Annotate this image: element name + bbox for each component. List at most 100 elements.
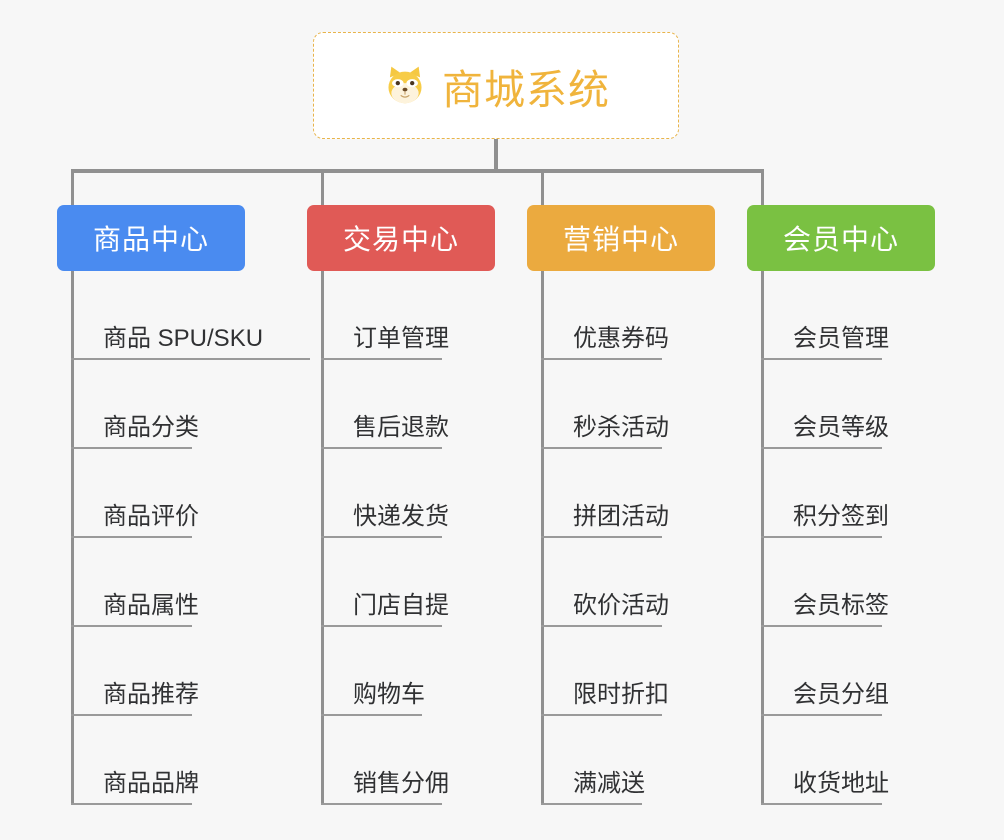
leaf-item-underline <box>71 625 192 627</box>
leaf-item[interactable]: 商品推荐 <box>57 627 245 716</box>
connector-drop-1 <box>71 169 74 205</box>
branch-item-list: 订单管理售后退款快递发货门店自提购物车销售分佣 <box>307 271 495 805</box>
leaf-item-label: 秒杀活动 <box>573 414 669 441</box>
leaf-item[interactable]: 商品属性 <box>57 538 245 627</box>
leaf-item-underline <box>761 625 882 627</box>
leaf-item-label: 商品评价 <box>103 503 199 530</box>
leaf-item-underline <box>71 803 192 805</box>
leaf-item[interactable]: 砍价活动 <box>527 538 715 627</box>
branch-column-2: 交易中心订单管理售后退款快递发货门店自提购物车销售分佣 <box>307 205 495 805</box>
leaf-item-label: 快递发货 <box>353 503 449 530</box>
leaf-item-label: 商品推荐 <box>103 681 199 708</box>
leaf-item-label: 门店自提 <box>353 592 449 619</box>
leaf-item-label: 销售分佣 <box>353 770 449 797</box>
branch-column-3: 营销中心优惠券码秒杀活动拼团活动砍价活动限时折扣满减送 <box>527 205 715 805</box>
leaf-item-underline <box>761 447 882 449</box>
leaf-item-label: 优惠券码 <box>573 325 669 352</box>
leaf-item-underline <box>761 536 882 538</box>
leaf-item-underline <box>321 625 442 627</box>
leaf-item-underline <box>761 803 882 805</box>
branch-header-label: 商品中心 <box>92 224 209 255</box>
branch-item-list: 优惠券码秒杀活动拼团活动砍价活动限时折扣满减送 <box>527 271 715 805</box>
connector-drop-4 <box>761 169 764 205</box>
leaf-item[interactable]: 商品品牌 <box>57 716 245 805</box>
branch-header-2[interactable]: 交易中心 <box>307 205 495 271</box>
leaf-item[interactable]: 拼团活动 <box>527 449 715 538</box>
branch-spine <box>71 271 74 805</box>
leaf-item-label: 积分签到 <box>793 503 889 530</box>
leaf-item-label: 购物车 <box>353 681 425 708</box>
branch-column-1: 商品中心商品 SPU/SKU 商品分类商品评价商品属性商品推荐商品品牌 <box>57 205 310 805</box>
leaf-item-label: 会员标签 <box>793 592 889 619</box>
leaf-item-underline <box>761 714 882 716</box>
branch-header-3[interactable]: 营销中心 <box>527 205 715 271</box>
leaf-item[interactable]: 限时折扣 <box>527 627 715 716</box>
leaf-item[interactable]: 秒杀活动 <box>527 360 715 449</box>
branch-item-list: 商品 SPU/SKU 商品分类商品评价商品属性商品推荐商品品牌 <box>57 271 310 805</box>
leaf-item-underline <box>321 447 442 449</box>
leaf-item-underline <box>321 803 442 805</box>
leaf-item-label: 会员分组 <box>793 681 889 708</box>
branch-item-list: 会员管理会员等级积分签到会员标签会员分组收货地址 <box>747 271 935 805</box>
leaf-item-label: 商品属性 <box>103 592 199 619</box>
leaf-item-label: 商品品牌 <box>103 770 199 797</box>
leaf-item-label: 售后退款 <box>353 414 449 441</box>
root-node[interactable]: 商城系统 <box>313 32 679 139</box>
leaf-item-label: 限时折扣 <box>573 681 669 708</box>
leaf-item[interactable]: 会员分组 <box>747 627 935 716</box>
leaf-item[interactable]: 门店自提 <box>307 538 495 627</box>
branch-spine <box>541 271 544 805</box>
leaf-item[interactable]: 购物车 <box>307 627 495 716</box>
root-title: 商城系统 <box>442 66 610 113</box>
connector-root-stem <box>494 139 498 172</box>
branch-spine <box>321 271 324 805</box>
leaf-item-underline <box>321 358 442 360</box>
leaf-item-label: 砍价活动 <box>573 592 669 619</box>
leaf-item-underline <box>541 358 662 360</box>
leaf-item[interactable]: 售后退款 <box>307 360 495 449</box>
shiba-dog-face-icon <box>382 63 428 109</box>
leaf-item-label: 满减送 <box>573 770 645 797</box>
connector-drop-2 <box>321 169 324 205</box>
leaf-item[interactable]: 商品分类 <box>57 360 245 449</box>
leaf-item[interactable]: 满减送 <box>527 716 715 805</box>
branch-header-label: 交易中心 <box>342 224 459 255</box>
leaf-item-label: 收货地址 <box>793 770 889 797</box>
leaf-item-underline <box>541 625 662 627</box>
leaf-item-underline <box>761 358 882 360</box>
branch-column-4: 会员中心会员管理会员等级积分签到会员标签会员分组收货地址 <box>747 205 935 805</box>
leaf-item[interactable]: 销售分佣 <box>307 716 495 805</box>
leaf-item-label: 订单管理 <box>353 325 449 352</box>
branch-header-1[interactable]: 商品中心 <box>57 205 245 271</box>
leaf-item-underline <box>541 714 662 716</box>
leaf-item-underline <box>71 714 192 716</box>
leaf-item-underline <box>71 447 192 449</box>
connector-drop-3 <box>541 169 544 205</box>
leaf-item-label: 会员管理 <box>793 325 889 352</box>
leaf-item[interactable]: 会员等级 <box>747 360 935 449</box>
branch-header-label: 营销中心 <box>562 224 679 255</box>
leaf-item[interactable]: 收货地址 <box>747 716 935 805</box>
leaf-item[interactable]: 优惠券码 <box>527 271 715 360</box>
connector-horizontal-bus <box>71 169 762 173</box>
leaf-item[interactable]: 积分签到 <box>747 449 935 538</box>
branch-header-4[interactable]: 会员中心 <box>747 205 935 271</box>
leaf-item[interactable]: 商品 SPU/SKU <box>57 271 310 360</box>
leaf-item-label: 商品分类 <box>103 414 199 441</box>
leaf-item-underline <box>71 536 192 538</box>
leaf-item-label: 拼团活动 <box>573 503 669 530</box>
leaf-item-underline <box>541 803 643 805</box>
leaf-item[interactable]: 会员管理 <box>747 271 935 360</box>
leaf-item-label: 会员等级 <box>793 414 889 441</box>
leaf-item-underline <box>71 358 310 360</box>
branch-spine <box>761 271 764 805</box>
leaf-item[interactable]: 会员标签 <box>747 538 935 627</box>
leaf-item[interactable]: 商品评价 <box>57 449 245 538</box>
leaf-item-underline <box>541 536 662 538</box>
leaf-item[interactable]: 快递发货 <box>307 449 495 538</box>
leaf-item-underline <box>321 714 423 716</box>
branch-header-label: 会员中心 <box>782 224 899 255</box>
leaf-item-label: 商品 SPU/SKU <box>103 325 264 352</box>
leaf-item[interactable]: 订单管理 <box>307 271 495 360</box>
